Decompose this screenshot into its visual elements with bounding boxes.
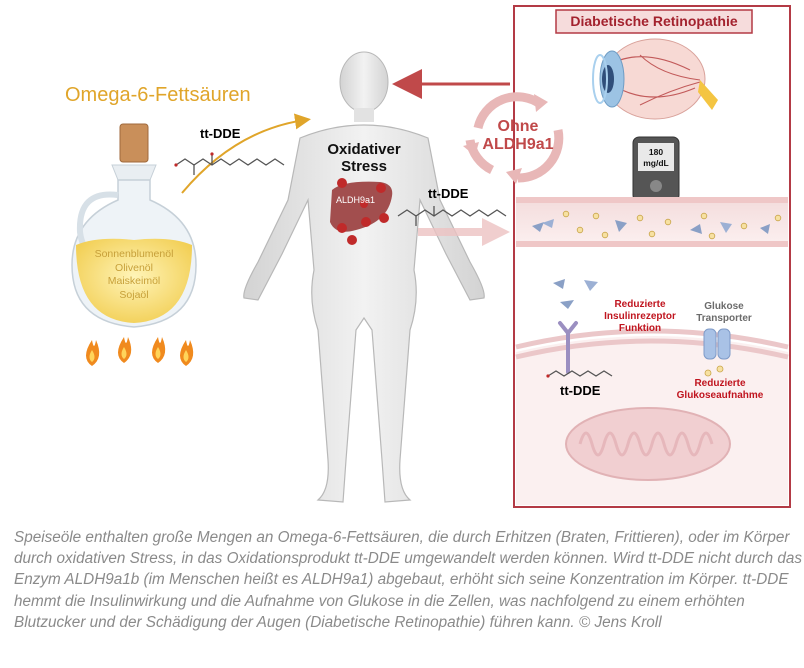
- eye-illustration: [592, 38, 718, 120]
- oil-bottle: [71, 123, 197, 328]
- panel-title: Diabetische Retinopathie: [570, 13, 738, 29]
- oil-item: Olivenöl: [115, 261, 153, 274]
- without-aldh-label: Ohne ALDH9a1: [482, 118, 554, 153]
- liver-aldh-label: ALDH9a1: [336, 195, 376, 205]
- panel-title-box: [555, 9, 753, 34]
- flame-icons: [86, 337, 194, 366]
- glucometer: [632, 136, 680, 216]
- tt-dde-label-right: tt-DDE: [428, 186, 469, 201]
- figure-caption: Speiseöle enthalten große Mengen an Omeg…: [14, 529, 803, 631]
- oil-list: Sonnenblumenöl Olivenöl Maiskeimöl Sojaö…: [92, 248, 176, 302]
- tt-dde-label-left: tt-DDE: [200, 126, 241, 141]
- tt-dde-label-cell: tt-DDE: [560, 383, 601, 398]
- human-body: [243, 51, 485, 503]
- reduced-glucose-uptake-label: Reduzierte Glukoseaufnahme: [676, 378, 764, 401]
- tt-dde-molecule-right: [397, 206, 507, 226]
- blood-vessel: [516, 197, 788, 247]
- reduced-insulin-receptor-label: Reduzierte Insulinrezeptor Funktion: [604, 299, 676, 334]
- diagram: Omega-6-Fettsäuren tt-DDE Sonnenblumenöl…: [65, 5, 791, 508]
- heating-arrow: [181, 113, 311, 194]
- cell-area: [515, 279, 789, 505]
- glucose-transporter-label: Glukose Transporter: [696, 301, 752, 324]
- oxidative-stress-label: Oxidativer Stress: [327, 141, 401, 175]
- omega-6-label: Omega-6-Fettsäuren: [65, 84, 251, 106]
- cycle-arrows: [465, 92, 564, 183]
- oil-item: Sojaöl: [119, 288, 149, 301]
- glucose-reading: 180 mg/dL: [643, 147, 669, 168]
- diagram-graphic: [71, 5, 791, 508]
- oil-item: Maiskeimöl: [107, 275, 161, 287]
- tt-dde-molecule-left: [174, 152, 285, 175]
- ros-icons: [337, 178, 389, 245]
- flow-arrow-right: [418, 218, 510, 246]
- oil-item: Sonnenblumenöl: [94, 248, 174, 260]
